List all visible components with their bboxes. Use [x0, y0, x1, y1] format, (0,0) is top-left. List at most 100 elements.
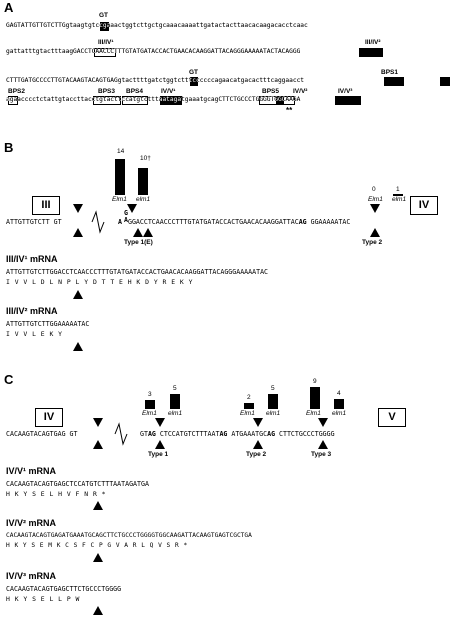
arrow-c-up-2: [155, 440, 165, 449]
mark-bps2: BPS2: [8, 88, 25, 95]
seq-line-1: GAGTATTGTTGTCTTGgtaagtgtccgaaactggtcttgc…: [6, 22, 308, 29]
count-b-2: 10†: [140, 155, 151, 162]
seq-b-left: ATTGTTGTCTT GT: [6, 218, 62, 226]
seq-b-ag: AG: [298, 218, 307, 226]
mark-gt-1: GT: [99, 12, 109, 19]
arrow-c-mrna2: [93, 553, 103, 562]
stars-mark: **: [286, 106, 293, 115]
bar-c-2: [170, 394, 180, 409]
mrna-c1-seq: CACAAGTACAGTGAGCTCCATGTCTTTAATAGATGA: [6, 480, 149, 488]
bar-b-elm1-wt: [115, 159, 125, 195]
arrow-b-up-4: [370, 228, 380, 237]
count-c-6: 4: [337, 390, 341, 397]
geno-b-2: elm1: [136, 196, 151, 203]
type-c-3: Type 3: [311, 451, 332, 458]
break-zigzag-b: [91, 210, 105, 234]
arrow-c-mrna3: [93, 606, 103, 615]
arrow-c-mrna1: [93, 501, 103, 510]
arrow-c-up-3: [253, 440, 263, 449]
count-b-4: 1: [396, 186, 400, 193]
seq-b-aa-group: G A: [117, 210, 128, 224]
arrow-c-down-4: [318, 418, 328, 427]
arrow-b-up-3: [143, 228, 153, 237]
arrow-b-down-2: [127, 204, 137, 213]
mrna-b1-aa: I V V L D L N P L Y D T T E H K D Y R E …: [6, 278, 193, 286]
geno-c-1: Elm1: [142, 410, 157, 417]
mrna-b1-title: III/IV¹ mRNA: [6, 254, 58, 264]
bar-c-3: [244, 403, 254, 409]
box-bps3: [93, 96, 121, 105]
box-bps4: [122, 96, 148, 105]
mark-bps5: BPS5: [262, 88, 279, 95]
mrna-b2-aa: I V V L E K Y: [6, 330, 63, 338]
mark-bps4: BPS4: [126, 88, 143, 95]
bar-c-4: [268, 394, 278, 409]
arrow-b-up-2: [133, 228, 143, 237]
geno-b-1: Elm1: [112, 196, 127, 203]
type-c-2: Type 2: [246, 451, 267, 458]
box-iii-iv1: [94, 48, 116, 57]
highlight-iii-iv2: [359, 48, 383, 57]
geno-c-2: elm1: [168, 410, 183, 417]
count-b-1: 14: [117, 148, 125, 155]
seq-b-tail: GGAAAAATAC: [306, 218, 351, 226]
highlight-bps1-end: [440, 77, 450, 86]
geno-c-5: Elm1: [306, 410, 321, 417]
seq-line-2: gattatttgtactttaagGACCTCAACCCTTTGTATGATA…: [6, 48, 301, 55]
seq-c-2b: ATGAAATGC: [227, 430, 268, 438]
mark-iii-iv2: III/IV²: [365, 39, 381, 46]
seq-c-left: CACAAGTACAGTGAG GT: [6, 430, 78, 438]
seq-c-1b: AG: [147, 430, 156, 438]
break-zigzag-c: [114, 422, 128, 446]
mrna-c2-aa: H K Y S E M K C S F C P G V A R L Q V S …: [6, 542, 188, 549]
mark-bps1: BPS1: [381, 69, 398, 76]
count-c-5: 9: [313, 378, 317, 385]
arrow-c-up-1: [93, 440, 103, 449]
seq-c-main-row: GTAG CTCCATGTCTTTAATAG ATGAAATGCAG CTTCT…: [140, 430, 335, 438]
seq-c-2: AG: [219, 430, 228, 438]
mark-gt-2: GT: [189, 69, 199, 76]
geno-b-4: elm1: [392, 196, 407, 203]
seq-c-3b: CTTCTGCCCTGGGG: [275, 430, 335, 438]
highlight-bps1: [384, 77, 404, 86]
geno-c-6: elm1: [332, 410, 347, 417]
mrna-c3-title: IV/V³ mRNA: [6, 571, 57, 581]
panel-a-label: A: [4, 0, 14, 15]
count-c-3: 2: [247, 394, 251, 401]
arrow-c-down-3: [253, 418, 263, 427]
count-c-1: 3: [148, 391, 152, 398]
panel-b-label: B: [4, 140, 14, 155]
seq-b-row: ATTGTTGTCTT GT: [6, 218, 62, 226]
type-b-2: Type 2: [362, 239, 383, 246]
seq-b-a2: A: [124, 216, 128, 224]
count-c-2: 5: [173, 385, 177, 392]
mrna-c2-seq: CACAAGTACAGTGAGATGAAATGCAGCTTCTGCCCTGGGG…: [6, 532, 252, 539]
panel-c-label: C: [4, 372, 14, 387]
arrow-b-mrna1: [73, 290, 83, 299]
highlight-gt-2: [190, 77, 198, 86]
type-c-1: Type 1: [148, 451, 169, 458]
mrna-c1-title: IV/V¹ mRNA: [6, 466, 57, 476]
exon-iv-box-c: IV: [35, 408, 63, 427]
seq-c-1a: GT: [140, 430, 148, 438]
arrow-b-mrna2: [73, 342, 83, 351]
count-c-4: 5: [271, 385, 275, 392]
seq-c-left-row: CACAAGTACAGTGAG GT: [6, 430, 77, 438]
mrna-c3-aa: H K Y S E L L P W: [6, 595, 80, 603]
highlight-iv-v3: [335, 96, 361, 105]
bar-c-1: [145, 400, 155, 409]
highlight-iv-v1: [160, 96, 182, 105]
mark-iii-iv1: III/IV¹: [98, 39, 114, 46]
geno-c-3: Elm1: [240, 410, 255, 417]
geno-b-3: Elm1: [368, 196, 383, 203]
arrow-c-up-4: [318, 440, 328, 449]
seq-b-main: GGACCTCAACCCTTTGTATGATACCACTGAACACAAGGAT…: [127, 218, 299, 226]
mrna-c2-title: IV/V² mRNA: [6, 518, 57, 528]
seq-c-3: AG: [267, 430, 276, 438]
seq-b-g: G: [124, 209, 128, 217]
mrna-b2-seq: ATTGTTGTCTTGGAAAAATAC: [6, 320, 90, 328]
geno-c-4: elm1: [266, 410, 281, 417]
mrna-b1-seq: ATTGTTGTCTTGGACCTCAACCCTTTGTATGATACCACTG…: [6, 268, 269, 276]
mrna-c3-seq: CACAAGTACAGTGAGCTTCTGCCCTGGGG: [6, 585, 122, 593]
